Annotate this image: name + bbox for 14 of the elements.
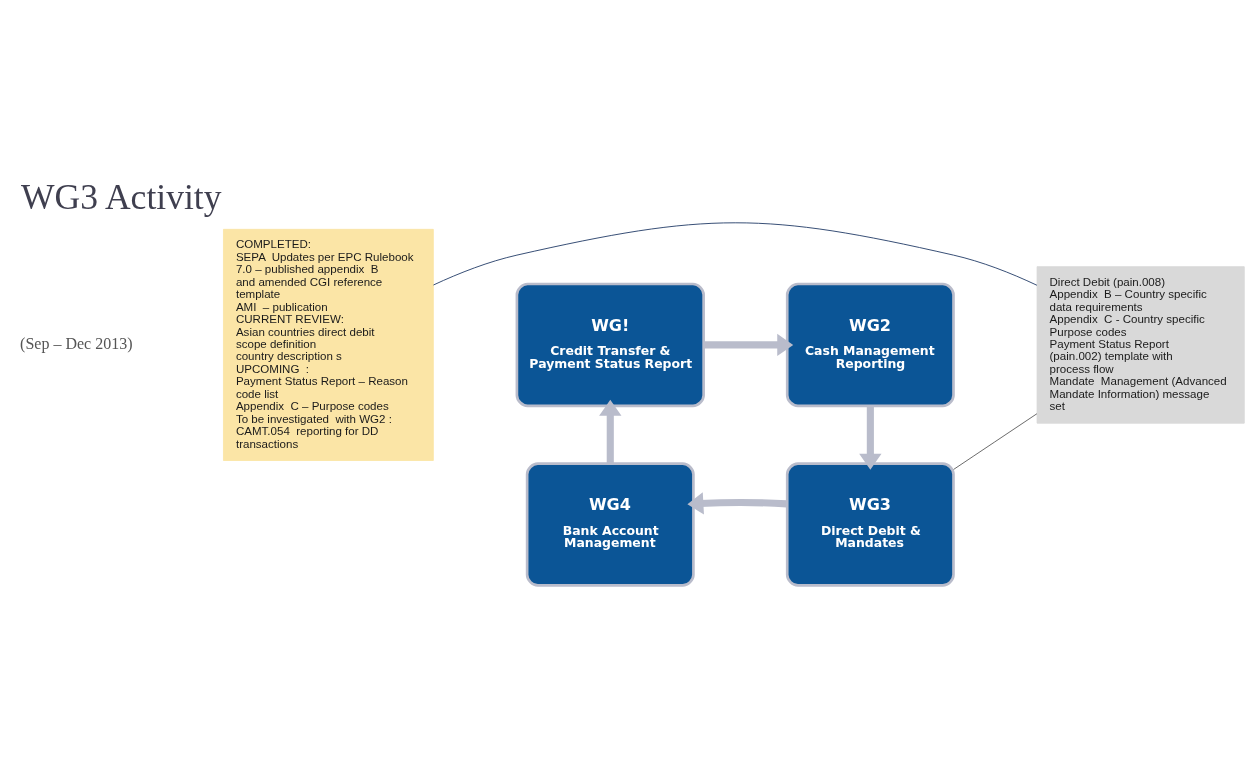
node-box: WG4 Bank Account Management — [525, 462, 695, 587]
connector — [953, 413, 1038, 470]
node-box: WG2 Cash Management Reporting — [785, 282, 955, 408]
node-box: WG3 Direct Debit & Mandates — [785, 462, 955, 587]
node-box: WG! Credit Transfer & Payment Status Report — [515, 282, 705, 408]
arrow — [703, 333, 794, 357]
arrow — [859, 406, 882, 470]
node-box: COMPLETED: SEPA Updates per EPC Rulebook 7.0 – published appendix B and amended CGI reference template AMI – publication CURRENT REVIEW: Asian countries direct debit scope definition country description s UPCOMING : Payment Status Report – Reason code list Appendix C – Purpose codes To be investigated with WG2 : CAMT.054 reporting for DD transactions — [223, 228, 434, 461]
diagram-title: WG3 Activity — [21, 176, 222, 217]
label: (Sep – Dec 2013) — [20, 334, 133, 352]
arrow — [687, 492, 788, 515]
arrow — [599, 399, 622, 464]
connector — [433, 222, 1038, 286]
node-box: Direct Debit (pain.008) Appendix B – Country specific data requirements Appendix C - Country specific Purpose codes Payment Status Report (pain.002) template with process flow Mandate Management (Advanced Mandate Information) message set — [1036, 266, 1245, 424]
